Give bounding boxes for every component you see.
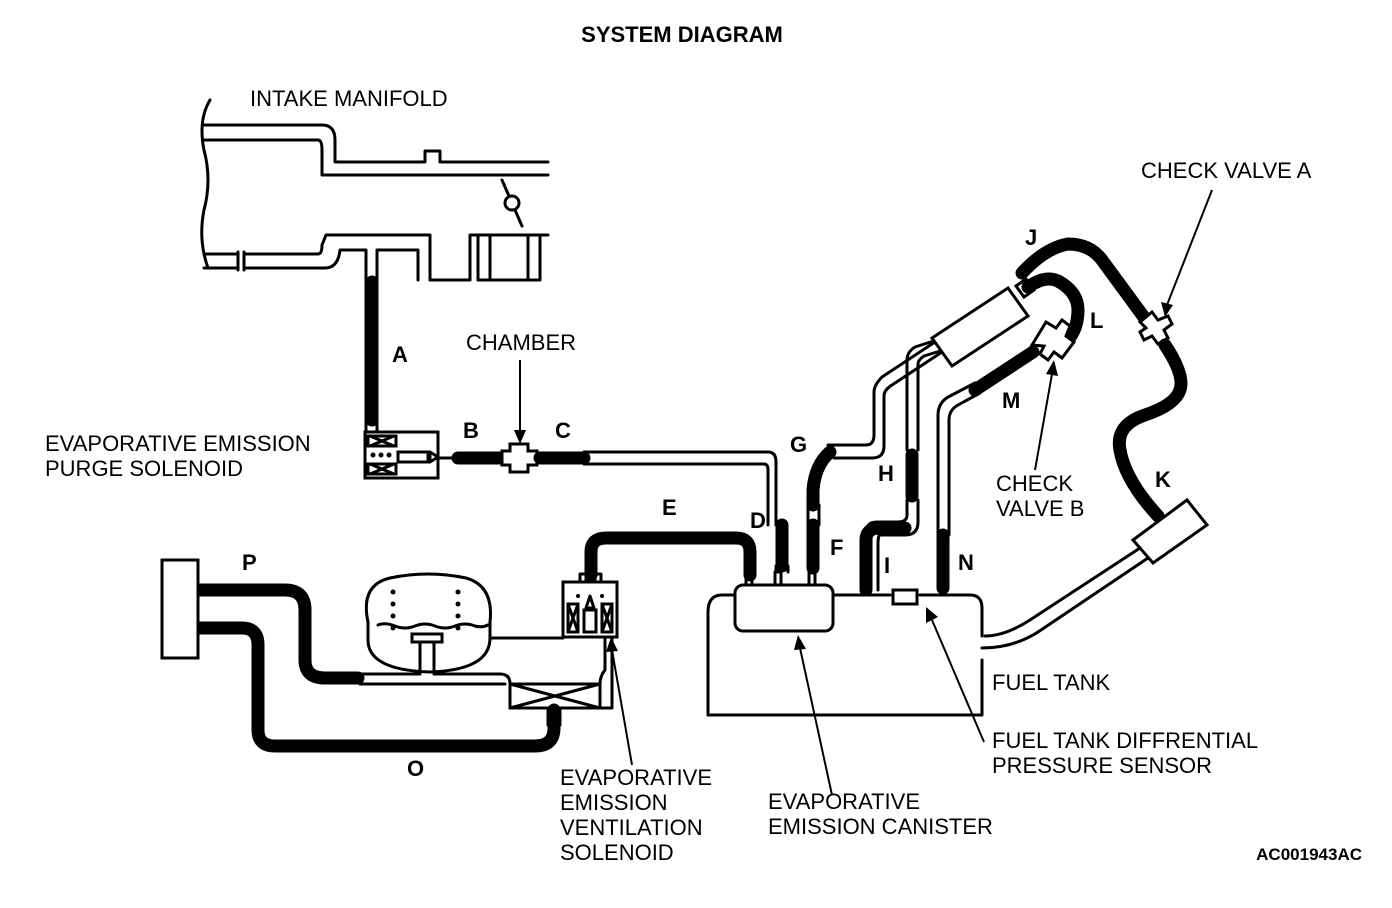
chamber-label: CHAMBER	[466, 330, 576, 355]
hose-j-label: J	[1025, 225, 1037, 250]
hose-m: M	[968, 345, 1040, 413]
ventilation-solenoid-label-line4: SOLENOID	[560, 840, 674, 865]
hose-l-label: L	[1090, 308, 1103, 333]
k-cylinder	[980, 497, 1210, 650]
hose-c-label: C	[555, 418, 571, 443]
hose-n: N	[936, 381, 982, 595]
check-valve-b-label-line2: VALVE B	[996, 496, 1084, 521]
fuel-tank: FUEL TANK FUEL TANK DIFFRENTIAL PRESSURE…	[706, 588, 1258, 778]
pressure-sensor-label-line1: FUEL TANK DIFFRENTIAL	[992, 728, 1258, 753]
hose-p-label: P	[242, 550, 257, 575]
ventilation-solenoid: EVAPORATIVE EMISSION VENTILATION SOLENOI…	[560, 572, 712, 865]
ventilation-solenoid-label-line2: EMISSION	[560, 790, 668, 815]
hose-k-label: K	[1155, 467, 1171, 492]
canister-label-line2: EMISSION CANISTER	[768, 814, 993, 839]
intake-manifold: INTAKE MANIFOLD	[200, 86, 550, 282]
purge-solenoid-label-line1: EVAPORATIVE EMISSION	[45, 431, 311, 456]
air-inlet-box	[160, 558, 200, 660]
hose-p: P	[193, 550, 365, 685]
hose-h: H	[859, 336, 952, 597]
fuel-tank-label: FUEL TANK	[992, 670, 1111, 695]
hose-d: D	[750, 508, 790, 574]
hose-a-label: A	[392, 342, 408, 367]
j-cylinder	[929, 276, 1037, 369]
diagram-title: SYSTEM DIAGRAM	[581, 22, 783, 47]
hose-d-label: D	[750, 508, 766, 533]
check-valve-a: CHECK VALVE A	[1137, 158, 1312, 346]
check-valve-b: CHECK VALVE B	[996, 317, 1084, 521]
air-reservoir	[356, 572, 614, 727]
check-valve-b-label-line1: CHECK	[996, 471, 1073, 496]
hose-m-label: M	[1002, 388, 1020, 413]
hose-f-label: F	[830, 535, 843, 560]
hose-o-label: O	[407, 756, 424, 781]
pressure-sensor-label-line2: PRESSURE SENSOR	[992, 753, 1212, 778]
hose-j: J	[1015, 225, 1153, 327]
hose-b-label: B	[463, 418, 479, 443]
hose-i-label: I	[884, 553, 890, 578]
hose-f: F	[806, 518, 843, 575]
hose-h-label: H	[878, 461, 894, 486]
intake-manifold-label: INTAKE MANIFOLD	[250, 86, 448, 111]
hose-o: O	[193, 621, 561, 781]
hose-g: G	[790, 338, 944, 527]
canister: EVAPORATIVE EMISSION CANISTER	[733, 570, 993, 839]
hose-k: K	[1112, 338, 1188, 523]
hose-g-label: G	[790, 432, 807, 457]
figure-code: AC001943AC	[1256, 845, 1362, 864]
hose-c: C	[533, 418, 778, 527]
hose-e: E	[584, 495, 757, 582]
purge-solenoid-label-line2: PURGE SOLENOID	[45, 456, 243, 481]
chamber: CHAMBER	[466, 330, 576, 474]
purge-solenoid: EVAPORATIVE EMISSION PURGE SOLENOID	[45, 430, 440, 481]
ventilation-solenoid-label-line1: EVAPORATIVE	[560, 765, 712, 790]
ventilation-solenoid-label-line3: VENTILATION	[560, 815, 703, 840]
hose-n-label: N	[958, 550, 974, 575]
hose-e-label: E	[662, 495, 677, 520]
check-valve-a-label: CHECK VALVE A	[1141, 158, 1312, 183]
hose-b: B	[436, 418, 509, 465]
hose-l: L	[1021, 272, 1103, 349]
canister-label-line1: EVAPORATIVE	[768, 789, 920, 814]
hose-a: A	[364, 266, 408, 432]
